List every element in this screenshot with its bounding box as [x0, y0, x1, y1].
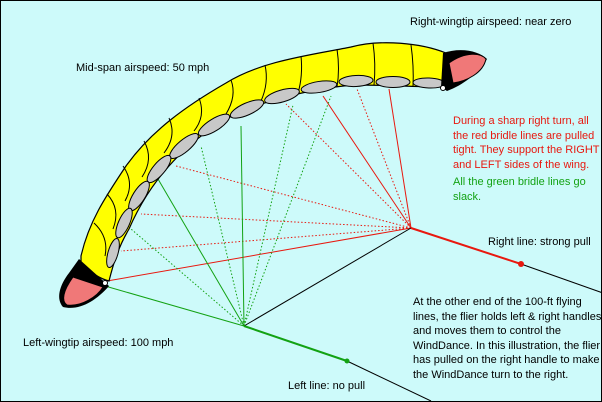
green-bridle-lines [104, 125, 245, 327]
left-flying-line [243, 325, 432, 401]
wing-cell-openings [106, 74, 446, 268]
left-line-label: Left line: no pull [288, 380, 366, 392]
flier-note: At the other end of the 100-ft flying li… [413, 296, 602, 381]
red-dotted-bridle-lines [120, 88, 412, 252]
red-bridle-note: During a sharp right turn, all the red b… [453, 115, 600, 171]
left-wingtip-airspeed-label: Left-wingtip airspeed: 100 mph [23, 337, 174, 349]
right-handle-marker [518, 261, 524, 267]
green-dotted-bridle-lines [130, 95, 332, 327]
right-wingtip-airspeed-label: Right-wingtip airspeed: near zero [410, 16, 572, 28]
mid-span-airspeed-label: Mid-span airspeed: 50 mph [76, 62, 210, 74]
right-line-label: Right line: strong pull [488, 236, 591, 248]
left-wingtip [59, 259, 109, 308]
wing-cell-seams [93, 42, 414, 257]
handle-spreader-line [243, 227, 412, 327]
green-bridle-note: All the green bridle lines go slack. [453, 176, 586, 203]
red-bridle-lines [106, 88, 412, 282]
right-wingtip [440, 50, 487, 91]
right-flying-line [410, 227, 601, 293]
left-handle-marker [344, 358, 350, 364]
